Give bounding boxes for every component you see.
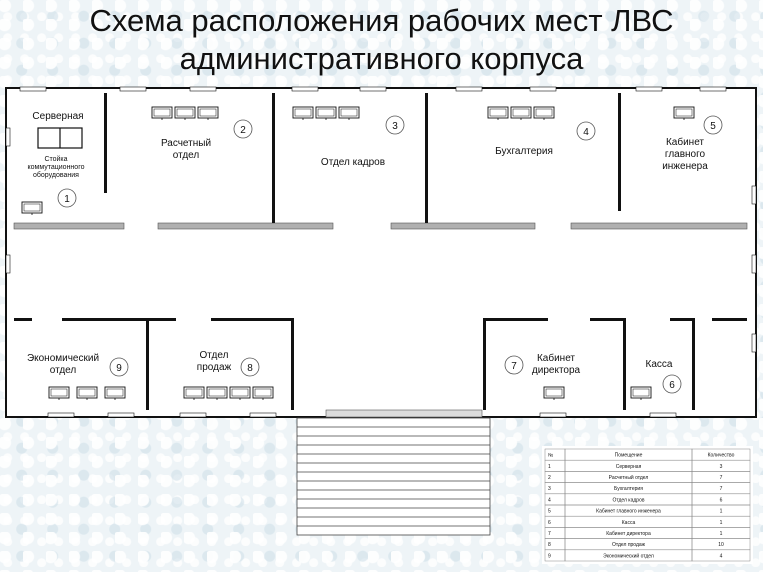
table-header-cell: Помещение (615, 453, 643, 459)
label-econ-2: отдел (50, 365, 77, 376)
label-buh: Бухгалтерия (495, 146, 553, 157)
building-outline (5, 87, 757, 418)
server-rack (37, 127, 83, 149)
num-4: 4 (583, 127, 589, 138)
title-line-2: административного корпуса (179, 41, 584, 76)
room-labels: Серверная Стойка коммутационного оборудо… (27, 111, 708, 376)
table-cell: Серверная (616, 464, 642, 470)
table-cell: Бухгалтерия (614, 486, 643, 492)
label-engineer-1: Кабинет (666, 136, 704, 148)
label-sales-1: Отдел (200, 350, 229, 361)
monitor-icon (197, 106, 219, 120)
table-cell: Касса (622, 520, 636, 526)
table-cell: 9 (548, 553, 551, 559)
monitor-icon (252, 386, 274, 400)
label-kadry: Отдел кадров (321, 157, 385, 168)
monitor-icon (630, 386, 652, 400)
monitor-icon (21, 201, 43, 215)
num-9: 9 (116, 363, 122, 374)
table-cell: Кабинет главного инженера (596, 509, 661, 515)
monitor-icon (533, 106, 555, 120)
entrance-stairs (296, 417, 491, 536)
label-director-1: Кабинет (537, 352, 575, 364)
num-7: 7 (511, 361, 517, 372)
monitor-icon (206, 386, 228, 400)
label-server: Серверная (32, 111, 83, 122)
label-rack-2: коммутационного (28, 164, 85, 171)
label-rack-1: Стойка (44, 155, 67, 163)
monitor-icon (315, 106, 337, 120)
corridor-partitions (13, 222, 748, 418)
label-sales-2: продаж (197, 362, 232, 373)
table-cell: 5 (548, 509, 551, 515)
monitor-icon (292, 106, 314, 120)
label-rack-3: оборудования (33, 171, 79, 179)
table-cell: Кабинет директора (606, 531, 651, 537)
table-cell: Расчетный отдел (609, 474, 649, 481)
num-3: 3 (392, 121, 398, 132)
monitor-icon (104, 386, 126, 400)
table-cell: 6 (720, 497, 723, 503)
room-walls (5, 93, 757, 410)
monitor-icon (48, 386, 70, 400)
top-windows (19, 86, 727, 418)
label-director-2: директора (532, 365, 581, 376)
workstation-monitors (21, 106, 695, 400)
table-cell: 7 (548, 531, 551, 537)
monitor-icon (229, 386, 251, 400)
num-8: 8 (247, 363, 253, 374)
num-5: 5 (710, 121, 716, 132)
monitor-icon (151, 106, 173, 120)
label-econ-1: Экономический (27, 353, 99, 364)
table-cell: 1 (720, 531, 723, 537)
label-raschet-1: Расчетный (161, 138, 211, 149)
table-header-cell: № (548, 453, 553, 459)
table-cell: 1 (548, 464, 551, 470)
table-cell: 1 (720, 509, 723, 515)
table-cell: Отдел продаж (612, 542, 646, 548)
table-cell: Отдел кадров (612, 497, 644, 503)
table-cell: 7 (720, 475, 723, 481)
table-cell: 7 (720, 486, 723, 492)
monitor-icon (673, 106, 695, 120)
num-1: 1 (64, 194, 70, 205)
monitor-icon (183, 386, 205, 400)
table-cell: 4 (720, 553, 723, 559)
label-raschet-2: отдел (173, 150, 200, 161)
monitor-icon (487, 106, 509, 120)
monitor-icon (76, 386, 98, 400)
monitor-icon (338, 106, 360, 120)
num-6: 6 (669, 380, 675, 391)
num-2: 2 (240, 125, 246, 136)
table-cell: 3 (720, 464, 723, 470)
table-cell: Экономический отдел (603, 552, 654, 559)
table-header-cell: Количество (708, 453, 735, 459)
title-line-1: Схема расположения рабочих мест ЛВС (89, 3, 674, 38)
table-cell: 2 (548, 475, 551, 481)
table-cell: 4 (548, 497, 551, 503)
table-cell: 1 (720, 520, 723, 526)
page-title: Схема расположения рабочих мест ЛВС адми… (0, 0, 763, 78)
table-cell: 10 (718, 542, 724, 548)
monitor-icon (510, 106, 532, 120)
table-cell: 8 (548, 542, 551, 548)
monitor-icon (543, 386, 565, 400)
label-kassa: Касса (646, 359, 673, 370)
room-numbers: 1 2 3 4 5 9 8 7 6 (57, 115, 723, 394)
label-engineer-3: инженера (662, 161, 708, 172)
table-cell: 3 (548, 486, 551, 492)
monitor-icon (174, 106, 196, 120)
workstation-count-table: № Помещение Количество 1 Серверная 3 2 Расчетны… (542, 446, 753, 564)
table-cell: 6 (548, 520, 551, 526)
label-engineer-2: главного (665, 149, 706, 160)
